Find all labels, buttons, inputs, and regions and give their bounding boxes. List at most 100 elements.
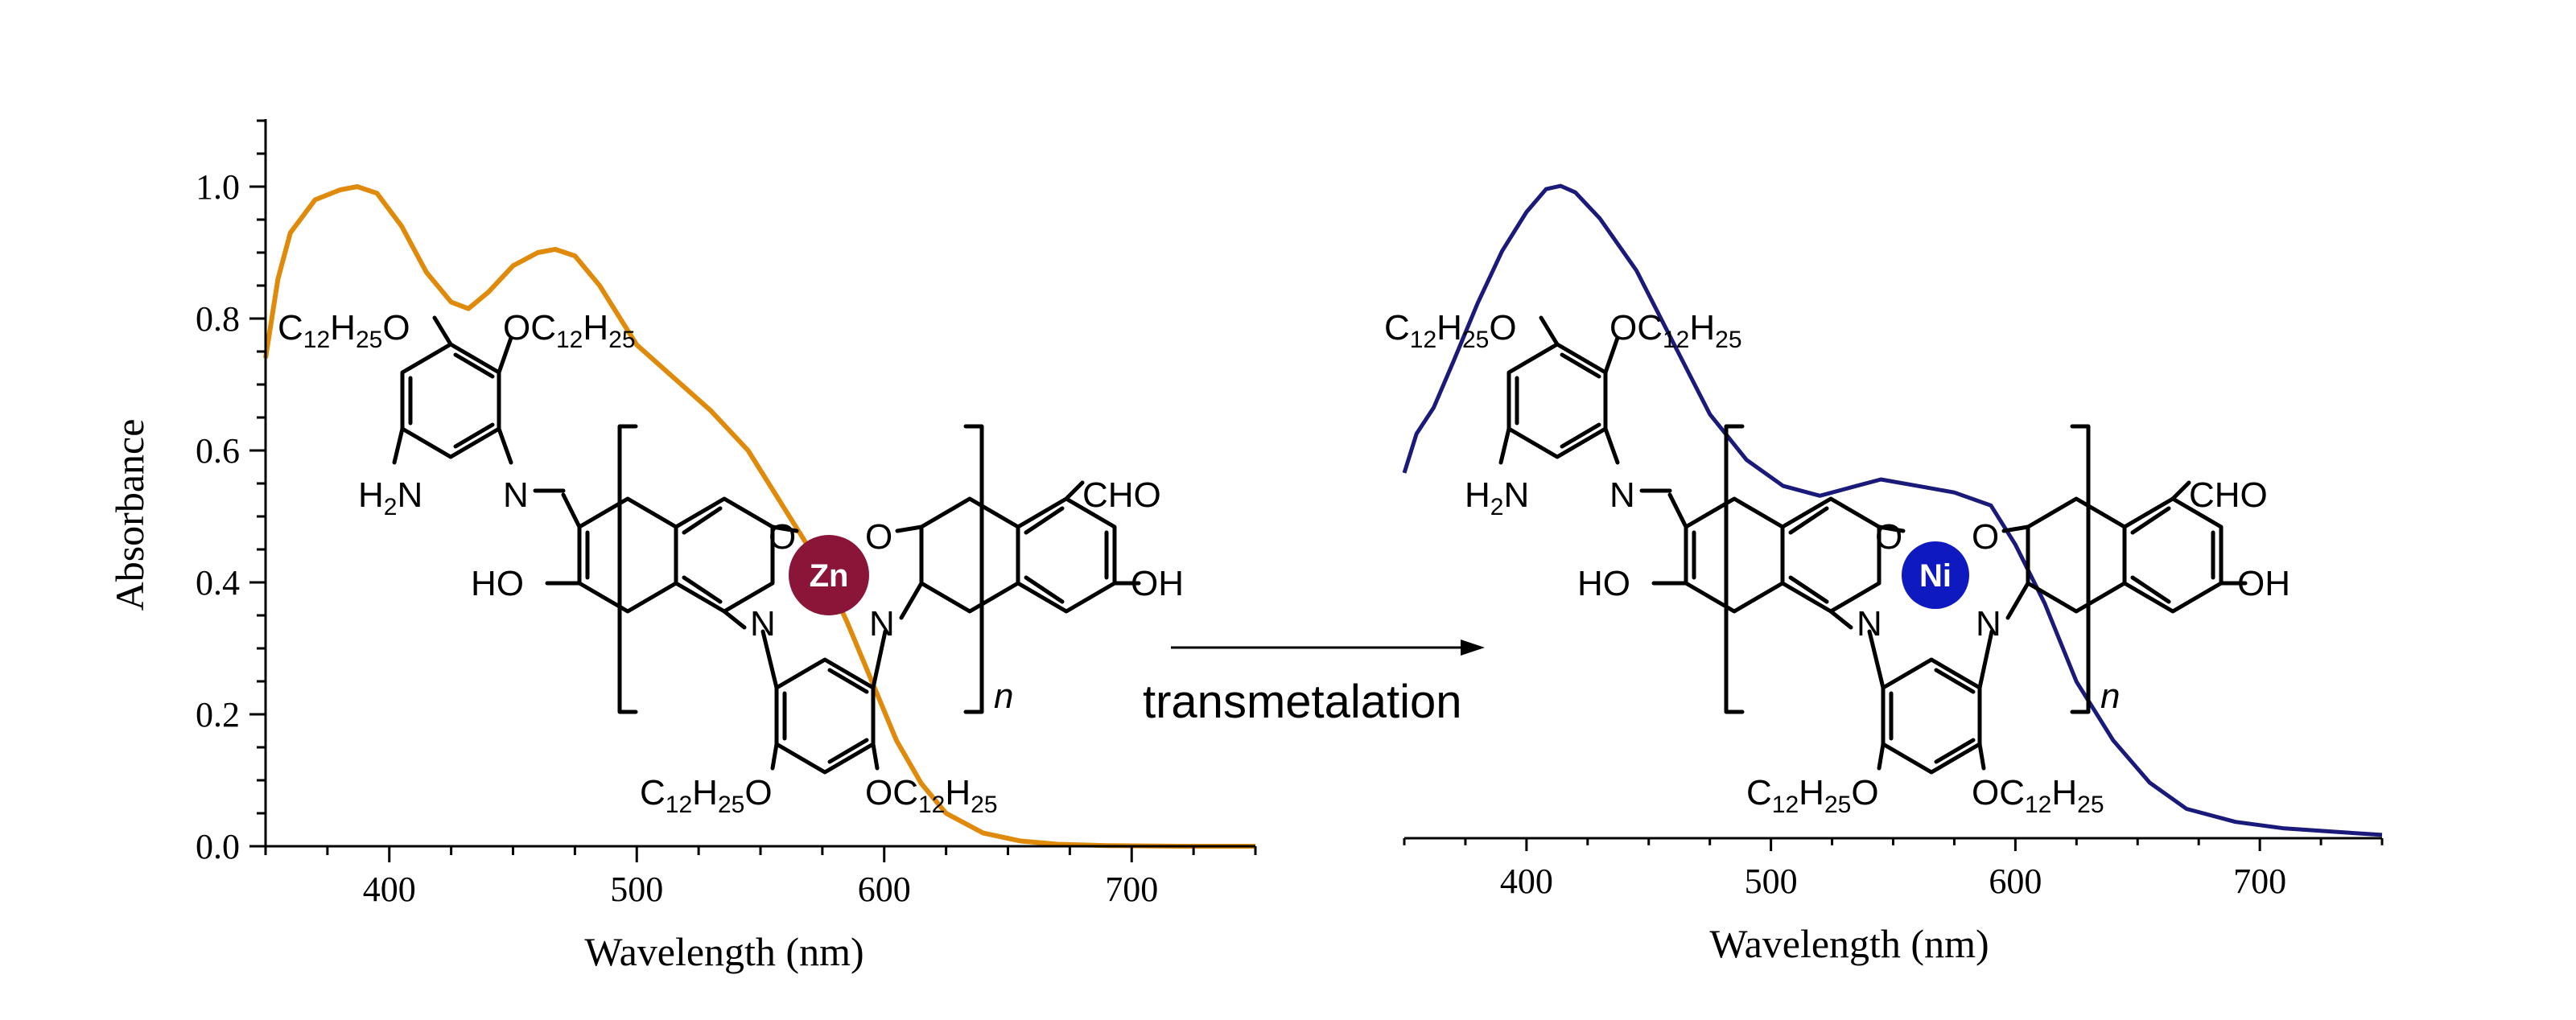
label-repeat-n: n <box>2100 677 2120 716</box>
bond <box>1877 742 1886 771</box>
bond <box>1603 426 1620 465</box>
metal-symbol-zn: Zn <box>810 558 849 594</box>
y-axis-title: Absorbance <box>107 419 152 611</box>
label-imine-bottom-right: N <box>1976 604 2001 644</box>
bond <box>770 524 799 533</box>
label-hydroxyl-right: OH <box>2237 564 2290 603</box>
x-tick-label: 500 <box>610 870 663 909</box>
bond <box>895 524 924 533</box>
bond <box>1539 315 1560 347</box>
repeat-bracket-left <box>617 424 638 714</box>
bond <box>453 422 495 449</box>
structure-ni: Ni C12H25O OC12H25 H2N N HO O O N N CHO … <box>1384 308 2290 818</box>
label-alkoxy-top-right: OC12H25 <box>503 308 636 353</box>
y-tick-label: 0.6 <box>196 431 240 471</box>
y-tick-label: 0.8 <box>196 299 240 339</box>
bond <box>871 629 888 690</box>
label-imine-bottom-right: N <box>869 604 895 644</box>
ring-right-b <box>1016 496 1117 614</box>
y-tick-label: 0.0 <box>196 827 240 866</box>
label-hydroxyl-right: OH <box>1131 564 1184 603</box>
label-imine-bottom-left: N <box>750 604 776 644</box>
label-amine: H2N <box>358 475 422 520</box>
ring-left-a <box>577 496 678 614</box>
x-tick-label: 400 <box>363 870 416 909</box>
bond <box>453 352 495 379</box>
bond <box>682 575 723 604</box>
label-oxygen-left: O <box>769 517 796 557</box>
x-tick-label: 600 <box>1989 862 2042 901</box>
bond <box>1877 524 1906 533</box>
bond <box>760 629 779 690</box>
y-tick-label: 1.0 <box>196 167 240 207</box>
bond <box>1667 492 1688 529</box>
bond <box>1788 575 1829 604</box>
bond <box>1977 629 1994 690</box>
label-oxygen-right: O <box>865 517 892 557</box>
ring-right-b <box>2122 496 2224 614</box>
ring-top-aryl <box>1506 342 1608 459</box>
bond <box>1498 426 1511 465</box>
bond <box>1934 668 1976 694</box>
chart-panel-zn: Zn C12H25O OC12H25 H2N N HO O O N N CHO … <box>107 119 1257 974</box>
label-imine-bottom-left: N <box>1857 604 1882 644</box>
bond <box>2130 575 2171 604</box>
bond <box>827 668 869 694</box>
ring-left-a <box>1684 496 1785 614</box>
ring-top-aryl <box>400 342 501 459</box>
bond <box>2005 581 2030 620</box>
x-tick-label: 500 <box>1745 862 1798 901</box>
bond <box>722 609 747 630</box>
x-tick-label: 400 <box>1500 862 1553 901</box>
bond <box>2001 524 2030 533</box>
label-hydroxyl-left: HO <box>1577 564 1630 603</box>
ring-right-a <box>919 496 1020 614</box>
bond <box>2170 480 2191 501</box>
arrow-label: transmetalation <box>1143 676 1462 728</box>
bond <box>497 426 513 465</box>
label-alkoxy-top-left: C12H25O <box>1384 308 1517 353</box>
repeat-bracket-left <box>1724 424 1745 714</box>
bond <box>770 742 779 771</box>
bond <box>2130 506 2171 535</box>
arrow-head <box>1461 640 1485 656</box>
label-hydroxyl-left: HO <box>471 564 524 603</box>
label-alkoxy-bottom-left: C12H25O <box>1746 773 1879 818</box>
label-alkoxy-bottom-right: OC12H25 <box>865 773 998 818</box>
label-alkoxy-top-right: OC12H25 <box>1609 308 1742 353</box>
metal-symbol-ni: Ni <box>1919 558 1952 594</box>
bond <box>1603 335 1620 375</box>
bond <box>1064 480 1085 501</box>
ring-bottom-aryl <box>774 657 876 775</box>
x-axis-title-ni: Wavelength (nm) <box>1709 921 1989 966</box>
bond <box>899 581 924 620</box>
bond <box>1560 352 1601 379</box>
bond <box>561 492 582 529</box>
label-alkoxy-bottom-left: C12H25O <box>640 773 773 818</box>
bond <box>1788 506 1829 535</box>
label-imine-left: N <box>1609 475 1635 515</box>
x-axis-title-zn: Wavelength (nm) <box>584 929 863 974</box>
absorbance-curve-ni <box>1402 183 2383 837</box>
label-aldehyde: CHO <box>1082 475 1161 515</box>
bond <box>1828 609 1853 630</box>
repeat-bracket-right <box>2070 424 2091 714</box>
bond <box>1867 629 1886 690</box>
bond <box>1560 422 1601 449</box>
absorbance-curve-zn <box>263 184 1255 849</box>
metal-center-zn <box>789 535 869 615</box>
bond <box>682 506 723 535</box>
bond <box>1024 506 1065 535</box>
bond <box>392 426 405 465</box>
bond <box>1977 742 1986 771</box>
bond <box>1934 738 1976 764</box>
ring-bottom-aryl <box>1881 657 1982 775</box>
chart-panel-ni: Ni C12H25O OC12H25 H2N N HO O O N N CHO … <box>1384 183 2384 966</box>
label-repeat-n: n <box>994 677 1013 716</box>
bond <box>497 335 513 375</box>
bond <box>432 315 453 347</box>
y-tick-label: 0.2 <box>196 695 240 734</box>
